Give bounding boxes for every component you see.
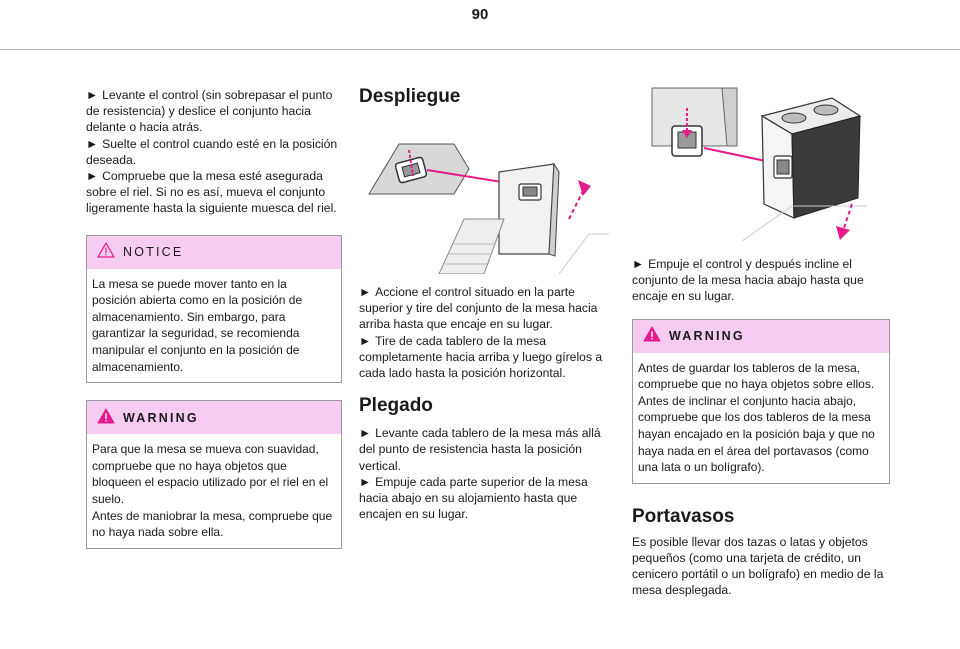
instruction-text: Levante cada tablero de la mesa más allá… [359,426,601,473]
instruction-step: ►Accione el control situado en la parte … [359,284,617,333]
section-heading: Portavasos [632,505,735,527]
bullet-arrow-icon: ► [359,426,372,441]
warning-box: WARNING Antes de guardar los tableros de… [632,318,890,484]
instruction-step: ►Empuje cada parte superior de la mesa h… [359,474,617,523]
bullet-arrow-icon: ► [86,136,99,151]
column-3: ►Empuje el control y después incline el … [632,86,890,599]
notice-body: La mesa se puede mover tanto en la posic… [92,276,303,374]
instruction-text: Compruebe que la mesa esté asegurada sob… [86,169,337,216]
bullet-arrow-icon: ► [632,257,645,271]
header-divider [0,49,960,50]
warning-body: Antes de guardar los tableros de la mesa… [638,360,875,475]
warning-title: WARNING [669,329,745,343]
instruction-text: Empuje cada parte superior de la mesa ha… [359,474,588,522]
warning-body: Para que la mesa se mueva con suavidad, … [92,442,333,540]
notice-triangle-icon [97,242,115,262]
instruction-step: ►Levante cada tablero de la mesa más all… [359,425,617,474]
instruction-step: ►Empuje el control y después incline el … [632,256,890,305]
section-heading: Plegado [359,395,433,417]
column-2: Despliegue ►Accione el control situado e… [359,86,617,522]
instruction-step: ►Levante el control (sin sobrepasar el p… [86,87,342,136]
bullet-arrow-icon: ► [359,285,372,299]
instruction-text: Accione el control situado en la parte s… [359,285,598,332]
notice-title: NOTICE [123,245,184,260]
instruction-text: Levante el control (sin sobrepasar el pu… [86,88,333,135]
notice-header: NOTICE [87,235,341,269]
instruction-text: Suelte el control cuando esté en la posi… [86,136,338,167]
bullet-arrow-icon: ► [86,88,99,102]
warning-title: WARNING [123,410,199,425]
warning-header: WARNING [87,401,341,435]
instruction-text: Empuje el control y después incline el c… [632,257,864,304]
section-heading: Despliegue [359,86,461,107]
warning-box: WARNING Para que la mesa se mueva con su… [86,400,342,549]
column-1: ►Levante el control (sin sobrepasar el p… [86,87,342,549]
instruction-step: ►Compruebe que la mesa esté asegurada so… [86,168,342,217]
notice-box: NOTICE La mesa se puede mover tanto en l… [86,234,342,384]
deploy-illustration [359,124,617,274]
body-text: Es posible llevar dos tazas o latas y ob… [632,534,884,598]
instruction-step: ►Suelte el control cuando esté en la pos… [86,136,342,168]
bullet-arrow-icon: ► [359,333,372,348]
warning-triangle-icon [643,326,661,346]
page-number: 90 [471,6,489,23]
instruction-text: Tire de cada tablero de la mesa completa… [359,333,603,381]
warning-header: WARNING [633,319,889,353]
bullet-arrow-icon: ► [359,474,372,489]
fold-illustration [632,86,890,246]
instruction-step: ►Tire de cada tablero de la mesa complet… [359,333,617,382]
warning-triangle-icon [97,408,115,428]
bullet-arrow-icon: ► [86,169,99,184]
